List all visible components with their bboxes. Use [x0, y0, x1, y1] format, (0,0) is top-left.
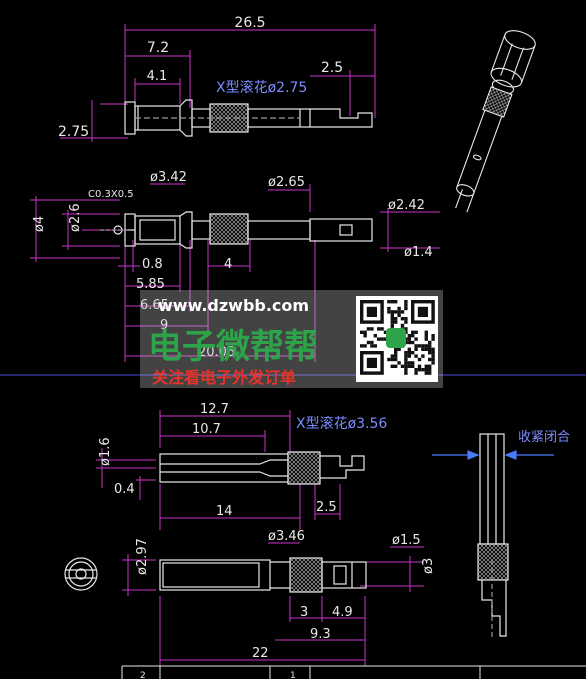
- knurl-note-bottom: X型滚花ø3.56: [296, 415, 387, 432]
- dim-20-05: 20.05: [198, 345, 235, 360]
- dim-14: 14: [216, 504, 233, 519]
- watermark-url: www.dzwbb.com: [158, 296, 309, 315]
- dia-3: ø3: [421, 558, 436, 574]
- dia-2-42: ø2.42: [388, 198, 425, 213]
- watermark-slogan: 关注看电子外发订单: [152, 368, 296, 387]
- top-part: 26.5 7.2 4.1 2.5 X型滚花ø2.75 2.75 C0.3X0.5…: [30, 15, 536, 362]
- dim-2-5-bottom: 2.5: [316, 500, 337, 515]
- knurl-note-top: X型滚花ø2.75: [216, 79, 307, 96]
- qr-code-image: [356, 296, 438, 382]
- dia-1-6: ø1.6: [98, 437, 113, 466]
- top-part-view-2: [100, 211, 373, 249]
- bottom-side-view: [477, 433, 509, 640]
- bottom-part-view-1: [159, 451, 365, 485]
- dia-3-42: ø3.42: [150, 170, 187, 185]
- title-cell-b: 1: [290, 671, 296, 679]
- chamfer-label: C0.3X0.5: [88, 189, 134, 200]
- dim-9: 9: [160, 318, 168, 333]
- dia-4: ø4: [32, 216, 47, 232]
- watermark: www.dzwbb.com 电子微帮帮 关注看电子外发订单: [140, 290, 443, 388]
- dim-7-2: 7.2: [147, 40, 169, 56]
- title-cell-a: 2: [140, 671, 146, 679]
- dia-1-5: ø1.5: [392, 533, 421, 548]
- bottom-dimension-lines: [96, 410, 424, 666]
- dim-overall-length: 26.5: [234, 15, 265, 31]
- closing-arrows: [432, 450, 554, 460]
- dim-22: 22: [252, 646, 269, 661]
- dim-4-1: 4.1: [147, 69, 168, 84]
- dim-9-3: 9.3: [310, 627, 331, 642]
- bottom-part-view-2: [159, 557, 367, 593]
- dia-3-46: ø3.46: [268, 529, 305, 544]
- top-part-iso-view: [455, 30, 536, 213]
- dim-2-5: 2.5: [321, 60, 343, 76]
- dim-12-7: 12.7: [200, 402, 229, 417]
- dim-0-4: 0.4: [114, 482, 135, 497]
- closing-note: 收紧闭合: [518, 430, 570, 445]
- dia-2-6: ø2.6: [68, 203, 83, 232]
- dim-10-7: 10.7: [192, 422, 221, 437]
- bottom-part: 12.7 10.7 X型滚花ø3.56 ø1.6 0.4 14 2.5 ø3.4…: [64, 402, 570, 666]
- dim-5-85: 5.85: [136, 277, 165, 292]
- dia-1-4: ø1.4: [404, 245, 433, 260]
- dim-2-75: 2.75: [58, 124, 89, 140]
- dia-2-65: ø2.65: [268, 175, 305, 190]
- dim-6-65: 6.65: [140, 298, 169, 313]
- dim-4-9: 4.9: [332, 605, 353, 620]
- dim-3: 3: [300, 605, 308, 620]
- dim-0-8: 0.8: [142, 257, 163, 272]
- top-part-view-1: [124, 99, 373, 137]
- bottom-end-view: [64, 557, 98, 591]
- watermark-name: 电子微帮帮: [148, 327, 318, 367]
- dim-4: 4: [224, 257, 232, 272]
- top-dimension-lines: [30, 24, 440, 362]
- dia-2-97: ø2.97: [135, 538, 150, 575]
- title-block: [121, 665, 586, 679]
